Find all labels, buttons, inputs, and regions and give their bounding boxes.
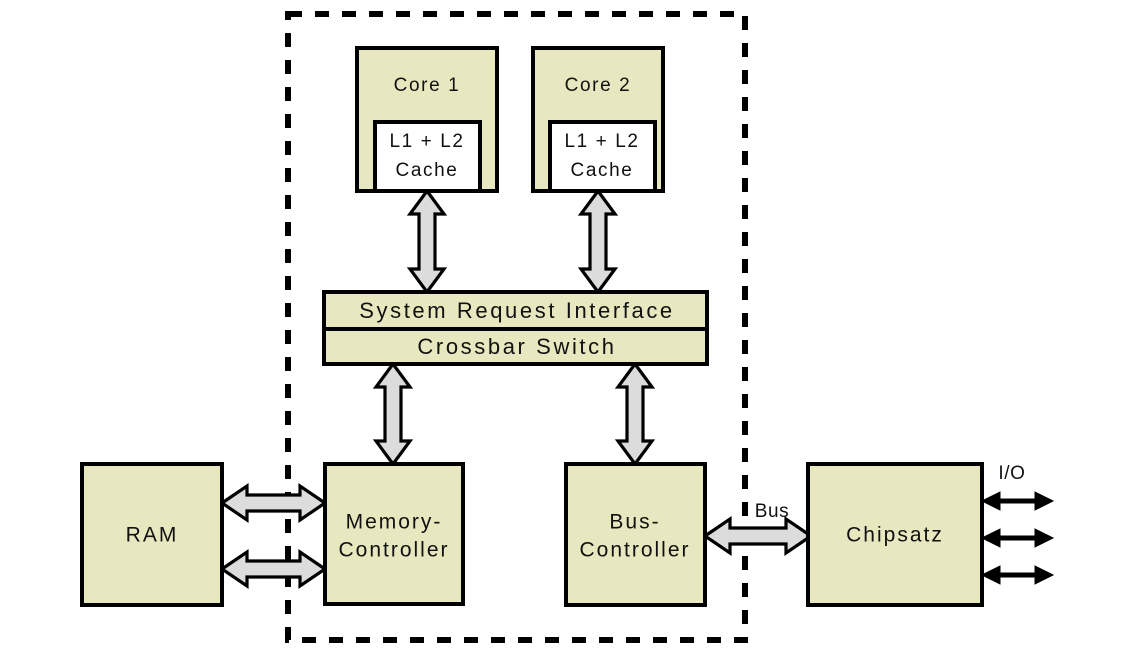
block-system-request-interface-label: System Request Interface bbox=[359, 298, 675, 323]
block-bus-controller-label-line1: Bus- bbox=[609, 511, 660, 534]
block-cache2-label-line2: Cache bbox=[571, 160, 634, 181]
io-arrow-3-icon bbox=[980, 565, 1055, 585]
io-connector-label: I/O bbox=[998, 463, 1025, 484]
block-core2-label: Core 2 bbox=[565, 75, 632, 96]
block-ram-label: RAM bbox=[126, 524, 179, 547]
connector-core1-to-sri bbox=[406, 188, 448, 295]
block-bus-controller: Bus- Controller bbox=[564, 462, 707, 607]
io-arrow-1-icon bbox=[980, 491, 1055, 511]
block-core1-label: Core 1 bbox=[394, 75, 461, 96]
block-bus-controller-label-line2: Controller bbox=[579, 539, 690, 562]
bus-connector-label: Bus bbox=[755, 501, 790, 522]
cpu-die-boundary bbox=[285, 11, 748, 643]
block-cache1-label-line1: L1 + L2 bbox=[389, 131, 464, 152]
block-memory-controller: Memory- Controller bbox=[323, 462, 465, 606]
connector-core2-to-sri bbox=[577, 188, 619, 295]
block-chipset-label: Chipsatz bbox=[846, 524, 944, 547]
connector-crossbar-to-bus-controller bbox=[614, 361, 656, 467]
block-cache2: L1 + L2 Cache bbox=[548, 120, 657, 193]
block-crossbar-switch: Crossbar Switch bbox=[322, 327, 709, 366]
io-arrow-group bbox=[980, 491, 1055, 585]
block-cache1: L1 + L2 Cache bbox=[373, 120, 482, 193]
block-cache2-label-line1: L1 + L2 bbox=[564, 131, 639, 152]
block-chipset: Chipsatz bbox=[806, 462, 984, 607]
connector-ram-to-memory-controller-upper bbox=[219, 482, 328, 524]
connector-crossbar-to-memory-controller bbox=[372, 361, 414, 467]
connector-bus-controller-to-chipset bbox=[702, 515, 814, 557]
block-crossbar-switch-label: Crossbar Switch bbox=[417, 334, 616, 359]
block-memory-controller-label-line1: Memory- bbox=[346, 511, 443, 534]
block-cache1-label-line2: Cache bbox=[396, 160, 459, 181]
connector-ram-to-memory-controller-lower bbox=[219, 548, 328, 590]
block-ram: RAM bbox=[80, 462, 224, 607]
io-arrow-2-icon bbox=[980, 528, 1055, 548]
block-system-request-interface: System Request Interface bbox=[322, 290, 709, 331]
block-memory-controller-label-line2: Controller bbox=[338, 539, 449, 562]
